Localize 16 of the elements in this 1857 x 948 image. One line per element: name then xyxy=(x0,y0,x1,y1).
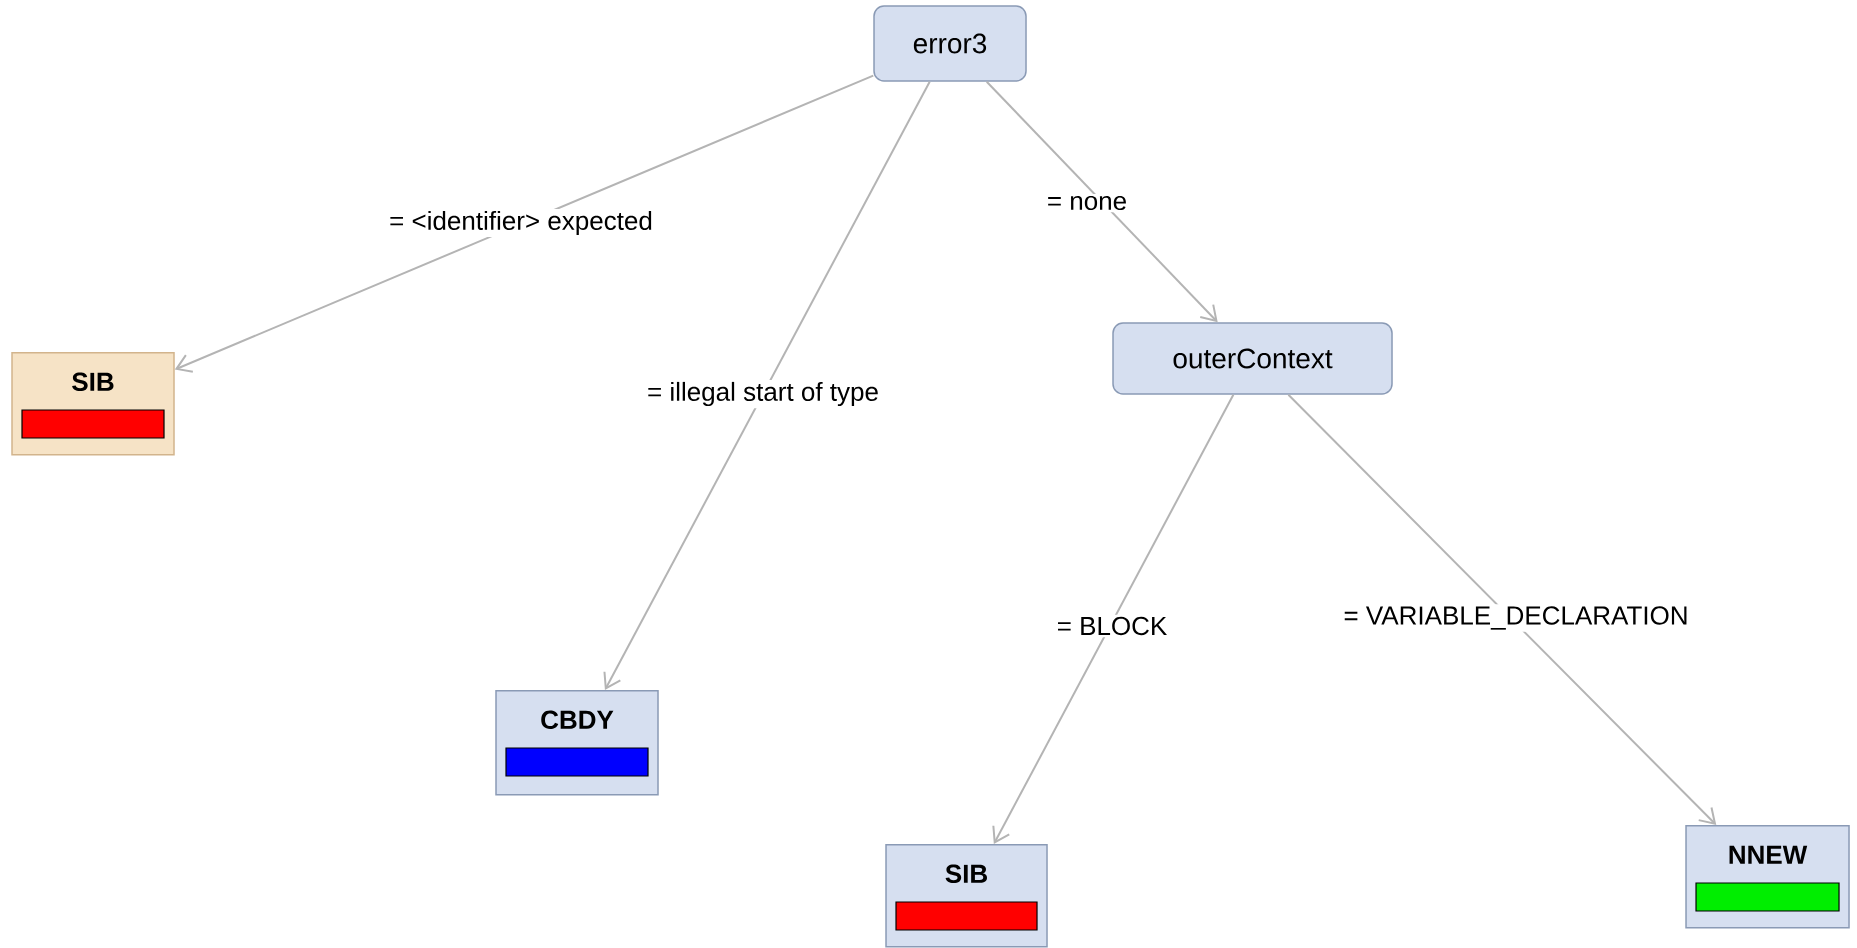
rounded-box: error3 xyxy=(873,5,1027,82)
edge-label: = illegal start of type xyxy=(645,379,881,409)
arrow xyxy=(603,80,931,690)
edge-label: = BLOCK xyxy=(1054,614,1170,638)
status-bar xyxy=(21,409,165,439)
status-bar xyxy=(505,747,649,777)
arrow xyxy=(1287,393,1717,825)
arrow xyxy=(174,74,875,373)
edge-label: = <identifier> expected xyxy=(387,208,655,238)
status-bar xyxy=(895,901,1038,931)
rounded-box: outerContext xyxy=(1112,322,1393,395)
edge-label: = VARIABLE_DECLARATION xyxy=(1341,604,1691,632)
arrow xyxy=(992,393,1235,844)
arrow xyxy=(985,80,1218,323)
edge-label: = none xyxy=(1044,193,1130,213)
status-bar xyxy=(1695,882,1840,912)
